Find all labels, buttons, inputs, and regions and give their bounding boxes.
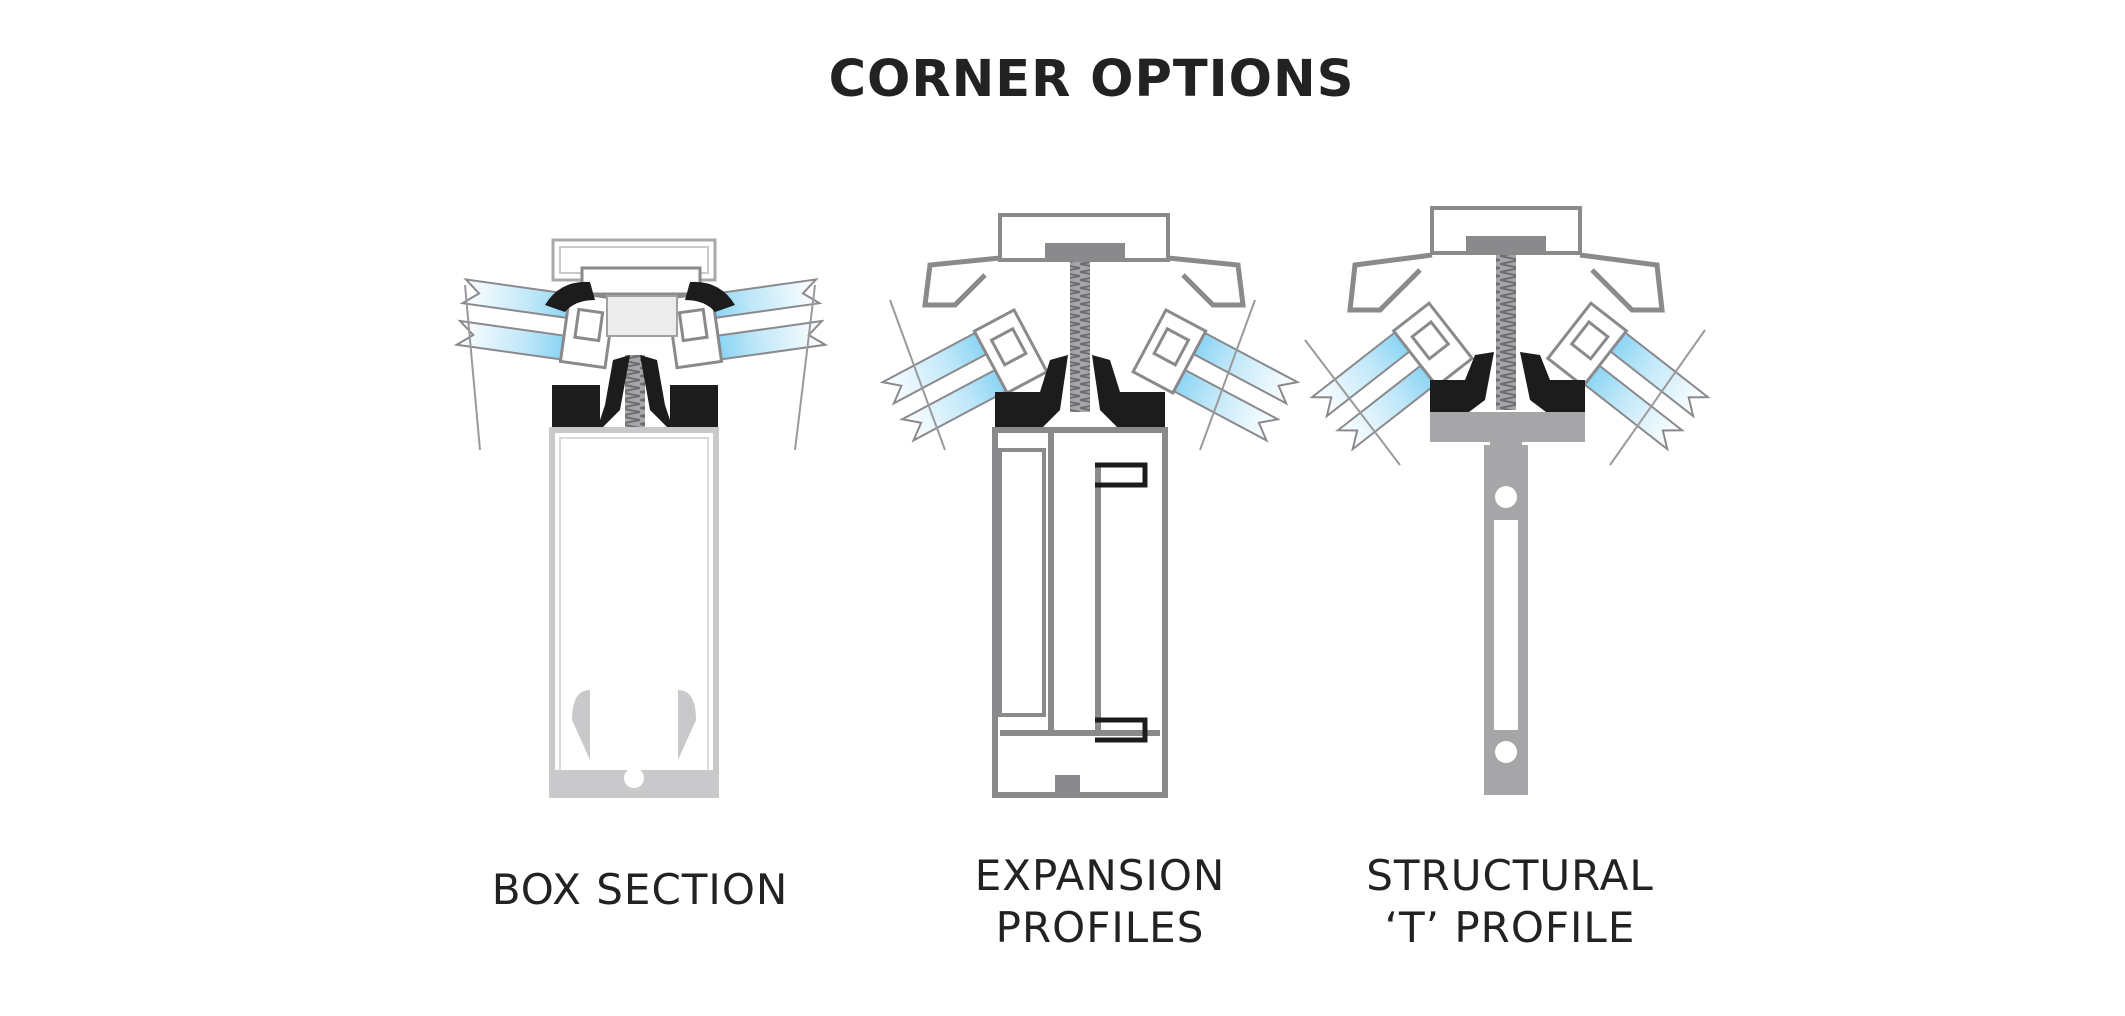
label-line: PROFILES [995, 903, 1205, 952]
structural-right-glass-unit [1545, 301, 1711, 452]
expansion-right-glass-unit [1131, 307, 1301, 443]
label-line: STRUCTURAL [1366, 851, 1654, 900]
page-title: CORNER OPTIONS [828, 50, 1355, 109]
structural-left-glass-unit [1309, 301, 1475, 452]
label-expansion-profiles: EXPANSION PROFILES [890, 850, 1310, 954]
structural-t-profile [1304, 206, 1711, 795]
box-section-profile [453, 238, 829, 798]
label-line: EXPANSION [974, 851, 1226, 900]
label-box-section: BOX SECTION [430, 864, 850, 916]
label-line: BOX SECTION [491, 865, 789, 914]
label-line: ‘T’ PROFILE [1384, 903, 1636, 952]
expansion-profile [879, 213, 1301, 798]
box-left-glass-unit [453, 278, 617, 370]
label-structural-t-profile: STRUCTURAL ‘T’ PROFILE [1300, 850, 1720, 954]
